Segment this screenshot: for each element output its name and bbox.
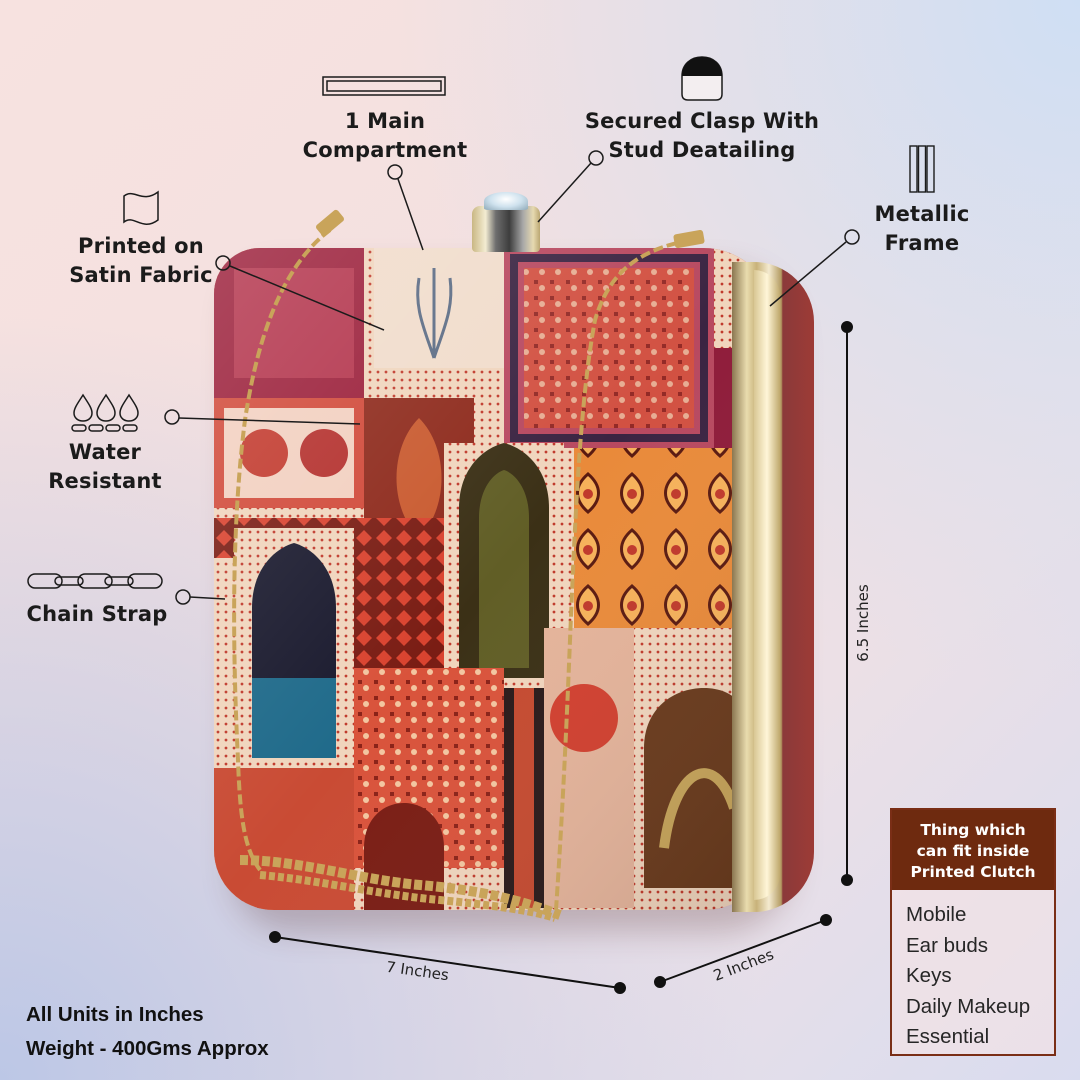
feature-chain-strap: Chain Strap (24, 600, 170, 629)
feature-main-compartment-line2: Compartment (302, 138, 468, 162)
feature-chain-strap-line1: Chain Strap (26, 602, 168, 626)
feature-metallic-frame-line2: Frame (884, 231, 960, 255)
bag-pattern (214, 248, 774, 910)
feature-water-resistant-line1: Water (68, 440, 142, 464)
feature-metallic-frame: Metallic Frame (862, 200, 982, 258)
feature-satin-fabric-line2: Satin Fabric (69, 263, 213, 287)
clasp-stud (472, 206, 540, 252)
list-item: Essential (906, 1025, 990, 1048)
feature-secured-clasp: Secured Clasp With Stud Deatailing (580, 107, 824, 165)
clasp-crystal (484, 192, 528, 210)
feature-satin-fabric: Printed on Satin Fabric (60, 232, 222, 290)
feature-main-compartment: 1 Main Compartment (290, 107, 480, 165)
fits-inside-title-line3: Printed Clutch (910, 863, 1036, 881)
feature-water-resistant-line2: Resistant (48, 469, 162, 493)
fits-inside-list: Mobile Ear buds Keys Daily Makeup Essent… (892, 890, 1054, 1053)
metallic-frame-highlight (754, 270, 780, 900)
feature-water-resistant: Water Resistant (40, 438, 170, 496)
compartment-icon (322, 76, 446, 96)
weight-note: Weight - 400Gms Approx (26, 1037, 269, 1060)
feature-secured-clasp-line2: Stud Deatailing (608, 138, 796, 162)
water-drops-icon (71, 393, 139, 432)
fits-inside-box: Thing which can fit inside Printed Clutc… (890, 808, 1056, 1056)
clasp-icon (681, 56, 723, 101)
list-item: Mobile (906, 903, 967, 926)
list-item: Ear buds (906, 933, 989, 957)
feature-metallic-frame-line1: Metallic (874, 202, 970, 226)
feature-secured-clasp-line1: Secured Clasp With (584, 109, 820, 133)
frame-bars-icon (909, 145, 935, 193)
fits-inside-title-line2: can fit inside (916, 842, 1030, 860)
list-item: Keys (906, 964, 952, 987)
fabric-flag-icon (123, 190, 159, 225)
fits-inside-title-line1: Thing which (920, 821, 1026, 839)
feature-main-compartment-line1: 1 Main (344, 109, 426, 133)
clutch-bag-image (214, 248, 774, 910)
list-item: Daily Makeup (906, 994, 1031, 1018)
chain-icon (27, 573, 163, 589)
dimension-height: 6.5 Inches (854, 584, 872, 662)
units-note: All Units in Inches (26, 1003, 204, 1026)
feature-satin-fabric-line1: Printed on (78, 234, 204, 258)
fits-inside-header: Thing which can fit inside Printed Clutc… (892, 810, 1054, 890)
